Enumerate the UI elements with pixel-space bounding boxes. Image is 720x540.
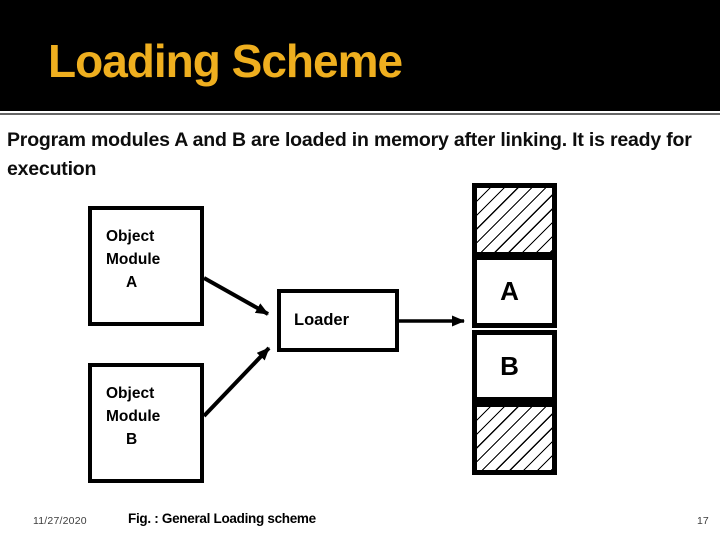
title-banner: Loading Scheme — [0, 0, 720, 111]
object-module-a-line2: Module — [106, 251, 161, 268]
intro-paragraph: Program modules A and B are loaded in me… — [7, 129, 692, 180]
memory-segment-b-label: B — [500, 350, 519, 381]
object-module-a-letter: A — [126, 274, 138, 291]
object-module-b-box: Object Module B — [88, 363, 204, 483]
memory-segment-b: B — [472, 330, 557, 402]
figure-caption: Fig. : General Loading scheme — [128, 511, 316, 526]
arrow-module-a-to-loader — [203, 276, 269, 316]
memory-hatched-segment-top — [472, 183, 557, 257]
object-module-b-line2: Module — [106, 408, 161, 425]
arrow-module-b-to-loader — [202, 346, 271, 418]
object-module-a-box: Object Module A — [88, 206, 204, 326]
slide-title: Loading Scheme — [48, 35, 403, 87]
footer-date: 11/27/2020 — [33, 515, 87, 527]
object-module-a-line1: Object — [106, 228, 155, 245]
memory-segment-a-label: A — [500, 276, 519, 306]
memory-segment-a: A — [472, 255, 557, 328]
page-number: 17 — [697, 515, 709, 527]
memory-hatched-segment-bottom — [472, 402, 557, 475]
loader-box: Loader — [277, 289, 399, 352]
banner-divider-line — [0, 113, 720, 115]
loader-label: Loader — [294, 311, 350, 329]
object-module-b-line1: Object — [106, 385, 155, 402]
object-module-b-letter: B — [126, 431, 138, 448]
